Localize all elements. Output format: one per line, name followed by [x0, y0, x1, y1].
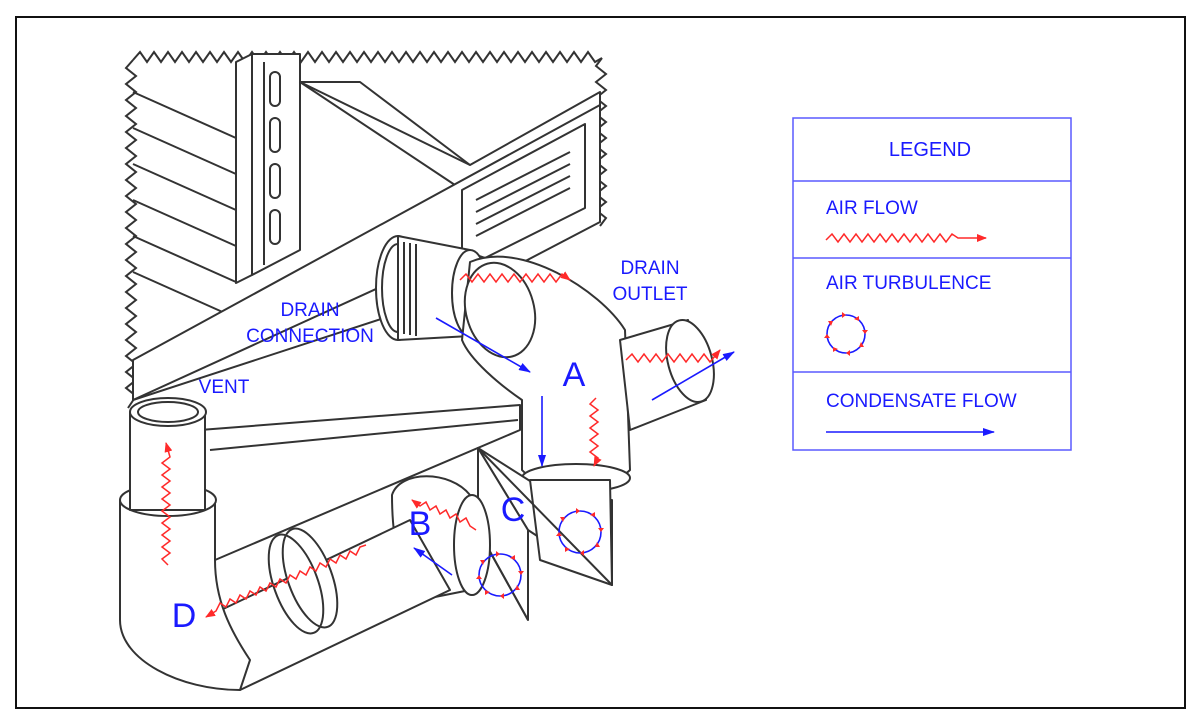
legend-air-turbulence-label: AIR TURBULENCE — [826, 273, 991, 294]
legend-air-flow-label: AIR FLOW — [826, 198, 918, 219]
condensate-flow-drain-connection — [435, 317, 531, 373]
air-turbulence-indicators — [476, 508, 604, 599]
return-grille — [461, 123, 586, 259]
legend-condensate-flow-label: CONDENSATE FLOW — [826, 391, 1017, 412]
air-flow-a-down — [588, 397, 602, 467]
label-vent: VENT — [199, 377, 250, 398]
wall-studs — [235, 53, 301, 284]
air-flow-lower-pipe — [205, 544, 367, 618]
label-drain-connection-line1: DRAIN — [280, 300, 339, 321]
drain-outlet-pipe — [619, 319, 715, 431]
label-section-a: A — [563, 356, 586, 394]
legend-air-flow-symbol — [825, 232, 987, 244]
lower-pipe — [199, 519, 451, 691]
air-flow-outlet — [625, 349, 721, 364]
label-section-c: C — [501, 491, 526, 529]
condensate-flow-outlet — [651, 351, 735, 401]
label-section-d: D — [172, 597, 197, 635]
wall-structure — [124, 50, 608, 561]
air-flow-vent — [160, 442, 173, 566]
diagram-frame — [15, 16, 1186, 709]
wall-slats — [132, 91, 237, 319]
legend-title: LEGEND — [889, 139, 971, 161]
trap-section-d — [119, 397, 251, 691]
air-flow-b — [411, 499, 477, 531]
air-flow-indicators — [160, 271, 721, 618]
pipe-assembly — [119, 235, 715, 691]
label-drain-outlet-line2: OUTLET — [613, 284, 688, 305]
trap-section-c — [477, 447, 613, 621]
legend-box — [792, 117, 1072, 451]
wall-top-break — [132, 50, 603, 64]
diagram-labels: DRAIN CONNECTION DRAIN OUTLET VENT A B C… — [172, 258, 688, 635]
air-turbulence-circle — [556, 508, 604, 556]
label-section-b: B — [409, 505, 432, 543]
air-flow-drain-connection — [459, 271, 571, 284]
wall-left-break — [124, 59, 138, 409]
air-turbulence-circle — [476, 551, 524, 599]
label-drain-connection-line2: CONNECTION — [246, 326, 374, 347]
condensate-flow-b — [413, 547, 453, 576]
legend-air-turbulence-symbol — [824, 312, 868, 356]
condensate-flow-indicators — [413, 317, 735, 576]
label-drain-outlet-line1: DRAIN — [620, 258, 679, 279]
legend: LEGEND AIR FLOW AIR TURBULENCE CONDENSAT… — [792, 117, 1072, 451]
